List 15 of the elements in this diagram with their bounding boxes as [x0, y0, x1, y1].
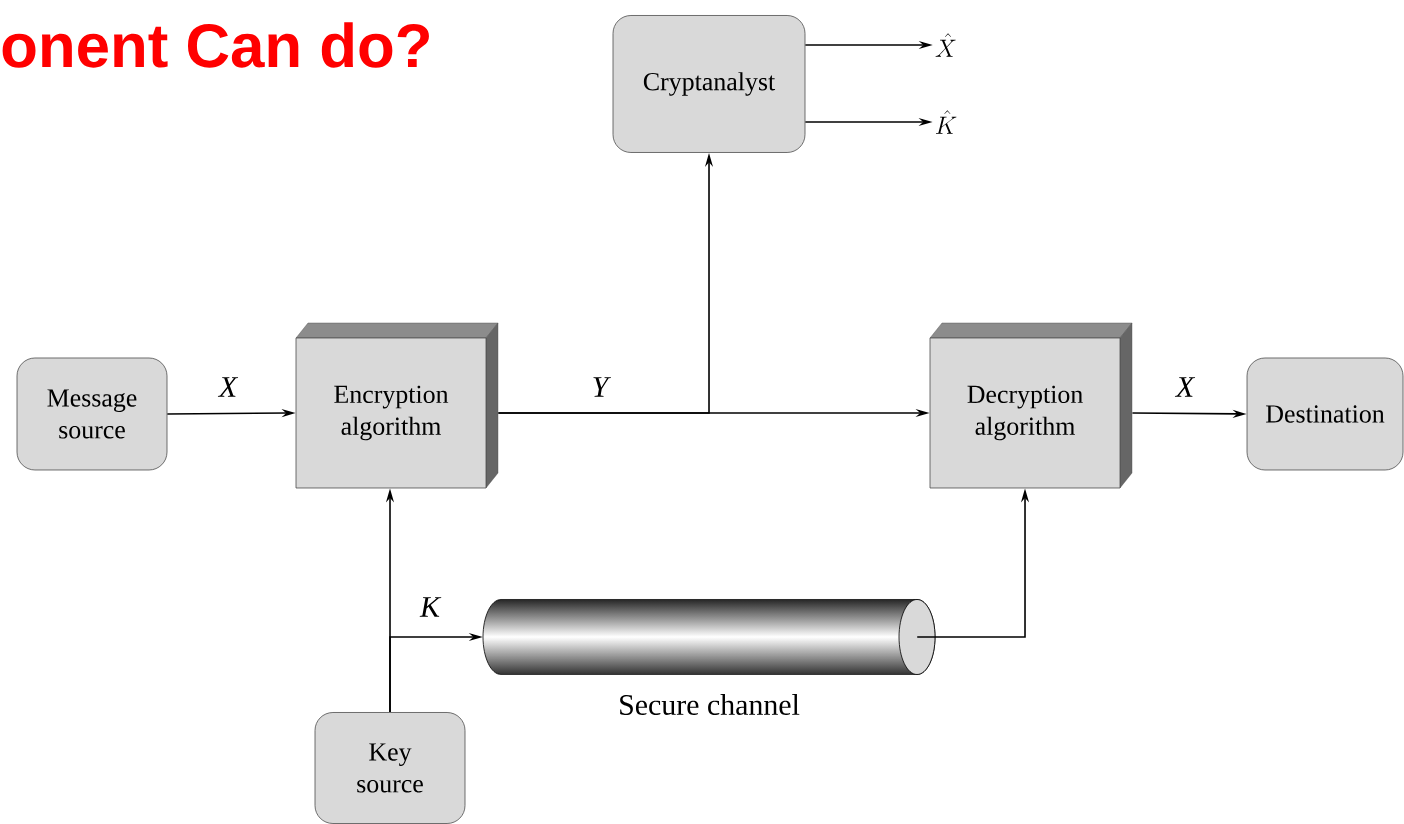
edge-label: X — [1174, 376, 1196, 398]
cylinder — [482, 599, 936, 675]
rounded-box: Key source — [314, 712, 466, 824]
output-symbol: $\hat{X}$ — [935, 33, 956, 57]
rounded-box: Destination — [1246, 357, 1404, 471]
edge-label: Y — [590, 376, 611, 398]
channel-caption: Secure channel — [620, 694, 800, 715]
process-block: Encryption algorithm — [295, 322, 499, 489]
slide-title: onent Can do? — [2, 22, 429, 68]
rounded-box: Cryptanalyst — [612, 15, 806, 153]
edge-label: X — [217, 376, 239, 398]
rounded-box: Message source — [16, 357, 168, 471]
process-block: Decryption algorithm — [929, 322, 1133, 489]
edge-label: K — [419, 596, 442, 618]
output-symbol: $\hat{K}$ — [935, 110, 957, 134]
